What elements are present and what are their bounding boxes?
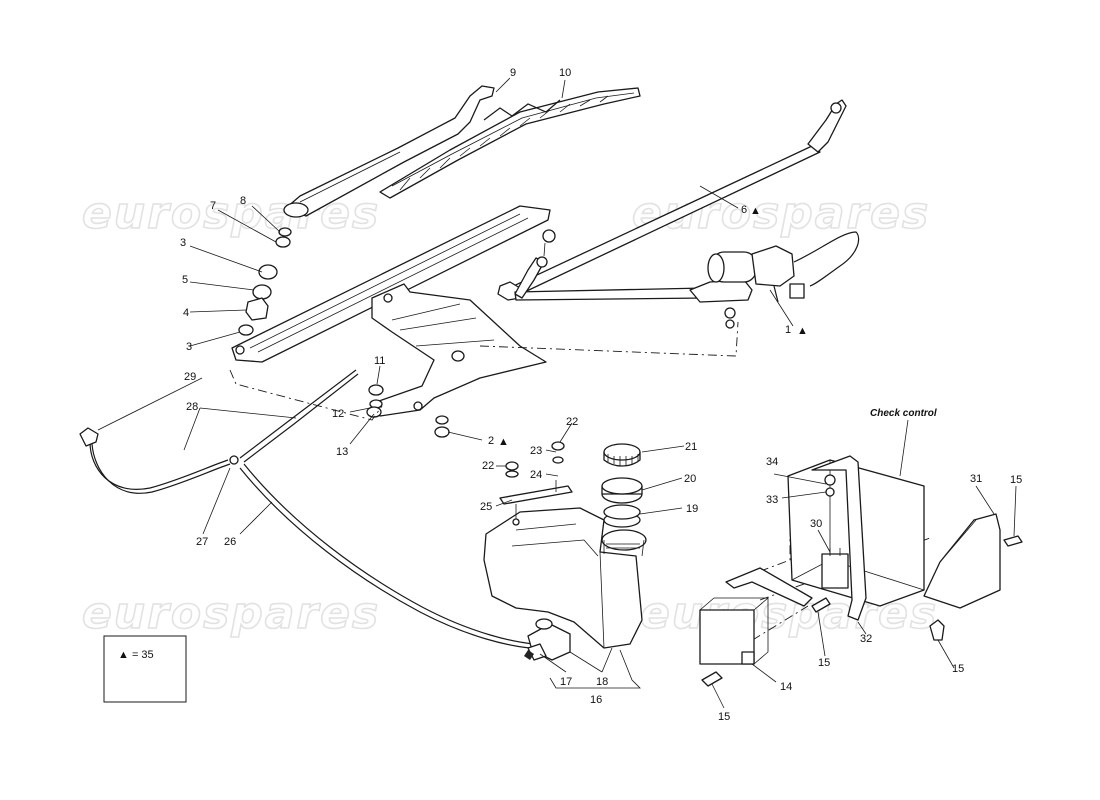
callout-7: 7 [210, 200, 216, 212]
wiper-blade [379, 87, 641, 199]
callout-22-upper: 22 [566, 416, 578, 428]
callout-17: 17 [560, 676, 572, 688]
callout-3-lower: 3 [186, 341, 192, 353]
callout-23: 23 [530, 445, 542, 457]
callout-4: 4 [183, 307, 189, 319]
callout-leader-lines [97, 77, 1017, 709]
callout-12: 12 [332, 408, 344, 420]
legend-box: ▲ = 35 [103, 635, 187, 703]
callout-13: 13 [336, 446, 348, 458]
callout-16: 16 [590, 694, 602, 706]
callout-28: 28 [186, 401, 198, 413]
callout-25: 25 [480, 501, 492, 513]
washer-pump [524, 618, 571, 661]
callout-1-marker: ▲ [797, 325, 808, 337]
callout-3-upper: 3 [180, 237, 186, 249]
callout-labels: 1 ▲ 2 ▲ 3 3 4 5 6 ▲ 7 8 9 10 11 12 13 14… [180, 67, 1022, 723]
callout-11: 11 [374, 355, 385, 367]
callout-9: 9 [510, 67, 516, 79]
wiper-linkage-rod [497, 99, 847, 301]
callout-33: 33 [766, 494, 778, 506]
callout-15-middle: 15 [818, 657, 830, 669]
callout-31: 31 [970, 473, 982, 485]
callout-2: 2 [488, 435, 494, 447]
callout-10: 10 [559, 67, 571, 79]
callout-1: 1 [785, 324, 791, 336]
reservoir-cap-stack [601, 443, 643, 528]
callout-32: 32 [860, 633, 872, 645]
callout-6: 6 [741, 204, 747, 216]
callout-14: 14 [780, 681, 792, 693]
callout-29: 29 [184, 371, 196, 383]
callout-26: 26 [224, 536, 236, 548]
arm-fastener-stack [238, 227, 292, 336]
callout-2-marker: ▲ [498, 436, 509, 448]
callout-15-bottom-left: 15 [718, 711, 730, 723]
callout-27: 27 [196, 536, 208, 548]
callout-15-right: 15 [1010, 474, 1022, 486]
callout-34: 34 [766, 456, 778, 468]
washer-reservoir [483, 507, 647, 649]
callout-21: 21 [685, 441, 697, 453]
callout-19: 19 [686, 503, 698, 515]
callout-18: 18 [596, 676, 608, 688]
wiper-motor [689, 231, 860, 329]
callout-24: 24 [530, 469, 542, 481]
callout-15-bottom-right: 15 [952, 663, 964, 675]
bracket-fastener-stack [366, 384, 384, 418]
callout-5: 5 [182, 274, 188, 286]
washer-hoses [79, 369, 535, 649]
wiper-arm [283, 85, 495, 218]
callout-30: 30 [810, 518, 822, 530]
callout-6-marker: ▲ [750, 205, 761, 217]
check-control-label: Check control [870, 408, 937, 419]
bracket-nut-pair [434, 415, 450, 438]
callout-8: 8 [240, 195, 246, 207]
check-control-unit [699, 455, 1023, 687]
callout-20: 20 [684, 473, 696, 485]
watermark-bottom-left: eurospares [82, 588, 380, 639]
callout-22-lower: 22 [482, 460, 494, 472]
wiper-mounting-plate [231, 205, 551, 417]
legend-text: ▲ = 35 [118, 649, 154, 661]
reservoir-bracket [499, 441, 573, 526]
